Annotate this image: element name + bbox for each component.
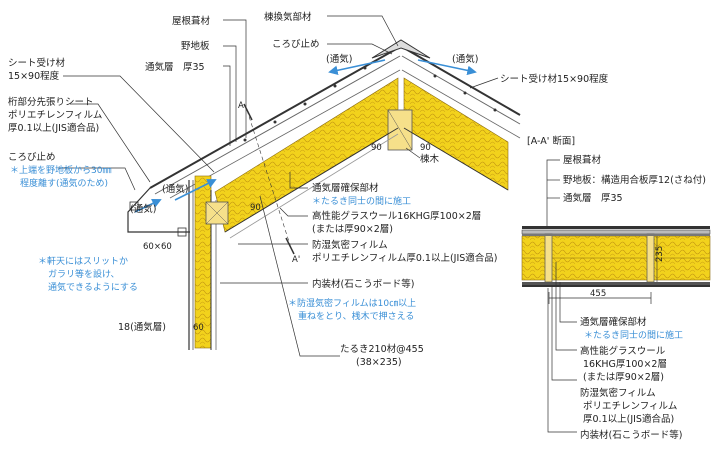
note-soffit-l1: ＊軒天にはスリットか (38, 256, 128, 267)
note-soffit-l2: ガラリ等を設け、 (48, 268, 120, 280)
section-vf-l2: ポリエチレンフィルム (583, 401, 677, 412)
label-sheet-support-right: シート受け材15×90程度 (500, 73, 609, 85)
dim-90-c: 90 (250, 203, 261, 213)
section-rafter-2 (646, 233, 655, 283)
section-title: [A-A' 断面] (527, 135, 575, 147)
section-note-between: ＊たるき同士の間に施工 (584, 329, 683, 341)
airflow-arrows (134, 59, 477, 213)
label-eave-sheet-l3: 厚0.1以上(JIS適合品) (8, 122, 99, 134)
label-sheet-support-l1: シート受け材 (8, 57, 66, 69)
airflow-arrow-mid (174, 179, 217, 201)
section-gw-l2: 16KHG厚100×2層 (583, 359, 667, 370)
section-vent: 通気層 厚35 (563, 192, 623, 204)
section-gw-l1: 高性能グラスウール (580, 345, 666, 357)
label-glasswool-l1: 高性能グラスウール16KHG厚100×2層 (312, 210, 481, 222)
leader-lines (58, 15, 499, 357)
label-vent-keep: 通気層確保部材 (312, 182, 379, 194)
label-eave-sheet-l1: 桁部分先張りシート (8, 96, 94, 108)
ridge-vent-cap (371, 39, 431, 59)
label-eave-stop-left: ころび止め (8, 151, 56, 163)
note-eave-l1: ＊上端を野地板から30㎜ (10, 164, 111, 176)
label-roofing: 屋根葺材 (172, 15, 211, 27)
label-vapor-l2: ポリエチレンフィルム厚0.1以上(JIS適合品) (312, 252, 498, 264)
dim-60x60: 60×60 (143, 242, 172, 252)
label-sheathing: 野地板 (181, 40, 210, 52)
section-dim-455: 455 (590, 289, 606, 299)
section-vf-l3: 厚0.1以上(JIS適合品) (583, 413, 674, 425)
airflow-label-right: (通気) (452, 53, 478, 65)
section-rafter-1 (544, 233, 553, 283)
section-interior: 内装材(石こうボード等) (580, 429, 682, 441)
airflow-label-left: (通気) (326, 53, 352, 65)
section-mark-a: A (238, 101, 244, 111)
dim-90-a: 90 (371, 143, 382, 153)
airflow-arrow-right-top (417, 59, 477, 76)
section-vent-keep: 通気層確保部材 (580, 316, 647, 328)
eave-soffit (127, 187, 190, 233)
section-gw-l3: (または厚90×2層) (583, 372, 664, 383)
section-aa: [A-A' 断面] 455 235 屋根葺材 野地板：構造用合板厚12(さね付)… (521, 135, 711, 441)
section-sheathing: 野地板：構造用合板厚12(さね付) (563, 174, 706, 186)
note-vapor-l2: 重ねをとり、桟木で押さえる (298, 310, 414, 322)
airflow-arrow-left-top (328, 59, 386, 76)
section-dim-235: 235 (655, 246, 665, 262)
main-roof (127, 39, 521, 350)
dim-90-b: 90 (420, 143, 431, 153)
label-glasswool-l2: (または厚90×2層) (312, 224, 393, 235)
label-vent-layer: 通気層 厚35 (145, 61, 205, 73)
note-between-rafters: ＊たるき同士の間に施工 (312, 195, 411, 207)
label-ridge-beam: 棟木 (420, 153, 440, 165)
label-sheet-support-l2: 15×90程度 (8, 70, 60, 82)
roof-surface-right (403, 47, 521, 116)
airflow-label-eave: (通気) (130, 203, 156, 215)
note-soffit-l3: 通気できるようにする (48, 281, 138, 293)
label-ridge-vent: 棟換気部材 (264, 11, 312, 23)
label-rafter-l2: (38×235) (356, 357, 402, 368)
section-roofing: 屋根葺材 (563, 154, 602, 166)
label-eave-stop-top: ころび止め (272, 38, 320, 50)
roof-surface-left (149, 47, 399, 189)
dim-wall-60: 60 (193, 323, 204, 333)
label-eave-sheet-l2: ポリエチレンフィルム (8, 110, 102, 121)
label-wall-vent: 18(通気層) (118, 321, 166, 333)
insulation-right (403, 77, 509, 191)
label-interior: 内装材(石こうボード等) (312, 278, 414, 290)
note-eave-l2: 程度離す(通気のため) (20, 177, 108, 189)
section-vf-l1: 防湿気密フィルム (580, 387, 656, 399)
note-vapor-l1: ＊防湿気密フィルムは10㎝以上 (288, 297, 416, 309)
label-rafter-l1: たるき210材@455 (340, 343, 424, 355)
airflow-label-mid: (通気) (162, 183, 188, 195)
label-vapor-l1: 防湿気密フィルム (312, 239, 388, 251)
airflow-arrow-eave (134, 198, 162, 213)
section-mark-a2: A' (292, 255, 300, 265)
